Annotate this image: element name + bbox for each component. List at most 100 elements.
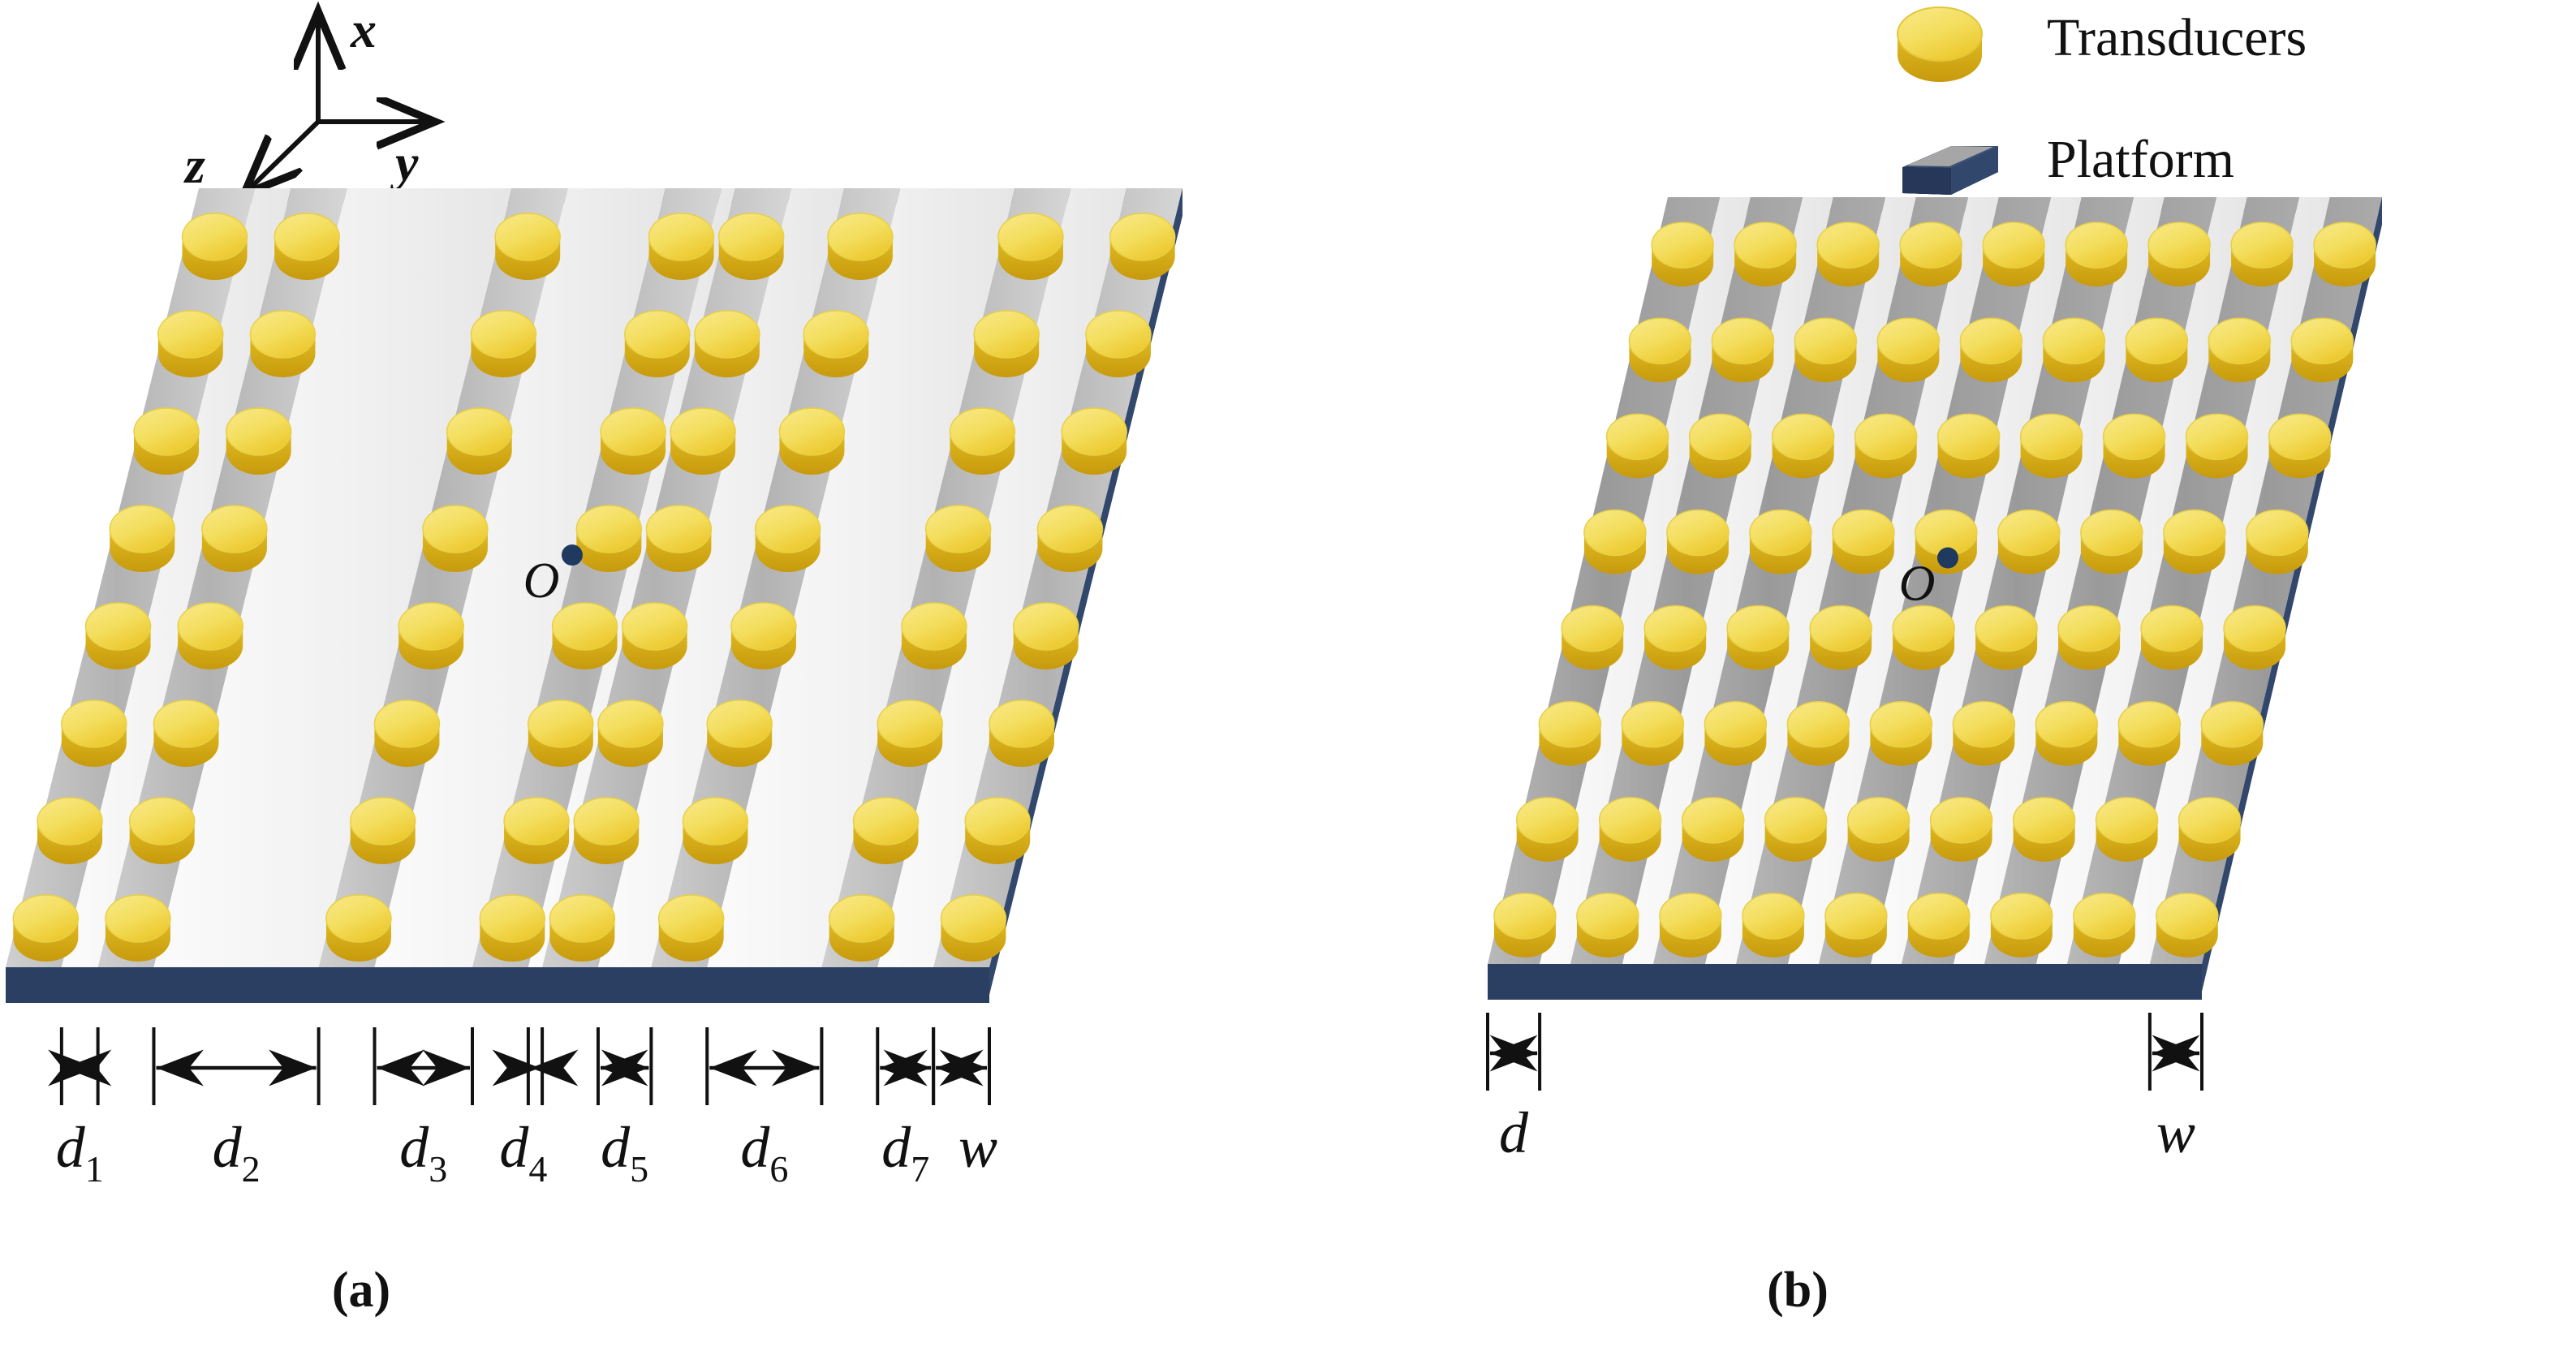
transducer-side	[1764, 820, 1827, 862]
transducer-top	[803, 310, 869, 359]
transducer	[1734, 222, 1797, 287]
transducer	[901, 602, 967, 669]
transducer-side	[1997, 532, 2060, 575]
transducer-top	[2035, 700, 2099, 748]
transducer-top	[1952, 700, 2016, 748]
transducer	[2117, 700, 2182, 766]
transducer-side	[398, 626, 464, 669]
transducer-top	[1854, 413, 1918, 461]
transducer-side	[997, 237, 1063, 280]
transducer-top	[852, 797, 920, 846]
transducer-side	[2020, 437, 2083, 479]
transducer-top	[2290, 317, 2354, 364]
transducer-side	[1824, 915, 1887, 958]
transducer	[422, 505, 489, 572]
gap-strip	[1788, 197, 1999, 964]
transducer	[274, 213, 340, 280]
transducer	[1643, 605, 1707, 670]
transducer-side	[670, 432, 736, 475]
transducer	[2125, 317, 2189, 383]
transducer-side	[13, 919, 79, 962]
transducer	[1012, 602, 1079, 669]
transducer	[803, 310, 869, 377]
transducer-top	[2065, 222, 2128, 269]
transducer-side	[646, 529, 712, 572]
transducer	[1538, 700, 1602, 766]
transducer-side	[2291, 341, 2354, 383]
transducer-top	[2057, 605, 2121, 652]
transducer	[1576, 893, 1639, 958]
transducer-side	[2058, 628, 2121, 670]
transducer-side	[2156, 915, 2218, 958]
transducer-top	[940, 894, 1007, 943]
transducer-side	[1599, 820, 1661, 862]
transducer-side	[658, 919, 724, 962]
dimension-d7: d7	[876, 1027, 936, 1190]
transducer	[2140, 605, 2203, 670]
transducer-side	[2178, 820, 2241, 862]
transducer	[1771, 413, 1835, 479]
transducer-side	[2073, 915, 2135, 958]
transducer-top	[1666, 509, 1730, 557]
transducer-side	[528, 724, 593, 767]
transducer	[1742, 893, 1805, 958]
transducer-top	[2147, 222, 2211, 269]
transducer-top	[1651, 222, 1714, 269]
transducer	[181, 213, 248, 280]
transducer	[177, 602, 243, 669]
transducer	[528, 699, 594, 767]
transducer-top	[1936, 413, 2001, 461]
transducer-top	[597, 699, 664, 748]
transducer-top	[1892, 605, 1955, 652]
transducer	[1869, 700, 1933, 766]
transducer-top	[2246, 509, 2309, 557]
transducer-top	[201, 505, 268, 553]
transducer-side	[182, 237, 248, 280]
transducer-side	[1877, 341, 1940, 383]
transducer	[201, 505, 268, 572]
transducer	[470, 310, 537, 377]
platform-strip	[2149, 197, 2382, 964]
gap-strip	[528, 188, 736, 967]
transducer	[551, 602, 618, 669]
panel-label-a: (a)	[332, 1263, 390, 1318]
gap-strip	[61, 188, 291, 967]
dimension-w: w	[932, 1027, 997, 1180]
transducer-side	[2096, 820, 2158, 862]
dimension-d1: d1	[48, 1027, 112, 1190]
transducer-top	[157, 310, 224, 359]
transducer-top	[2117, 700, 2182, 748]
transducer-side	[1629, 341, 1691, 383]
transducer-top	[105, 894, 171, 943]
transducer-top	[1515, 797, 1579, 844]
transducer-top	[494, 213, 561, 261]
transducer	[549, 894, 616, 962]
dimension-d4: d4	[492, 1027, 579, 1190]
transducer-side	[1870, 724, 1932, 766]
transducer	[964, 797, 1031, 864]
transducer-top	[1794, 317, 1858, 364]
transducer	[479, 894, 546, 962]
transducer-top	[730, 602, 797, 651]
transducer-side	[2013, 820, 2075, 862]
transducer-top	[398, 602, 464, 651]
transducer-top	[1628, 317, 1692, 364]
transducer-top	[12, 894, 80, 943]
transducer-side	[1712, 341, 1774, 383]
arrow-down-left-icon	[248, 119, 321, 191]
transducer	[597, 699, 664, 767]
transducer-side	[1727, 628, 1790, 670]
transducer-side	[1930, 820, 1992, 862]
transducer	[37, 797, 103, 864]
transducer-top	[989, 699, 1055, 748]
gap-strip	[1622, 197, 1833, 964]
transducer-top	[1959, 317, 2023, 364]
gap-strip	[1540, 197, 1751, 964]
transducer	[877, 699, 943, 767]
transducer-top	[1659, 893, 1722, 940]
transducer	[1786, 700, 1850, 766]
dimension-label: w	[2156, 1100, 2195, 1165]
